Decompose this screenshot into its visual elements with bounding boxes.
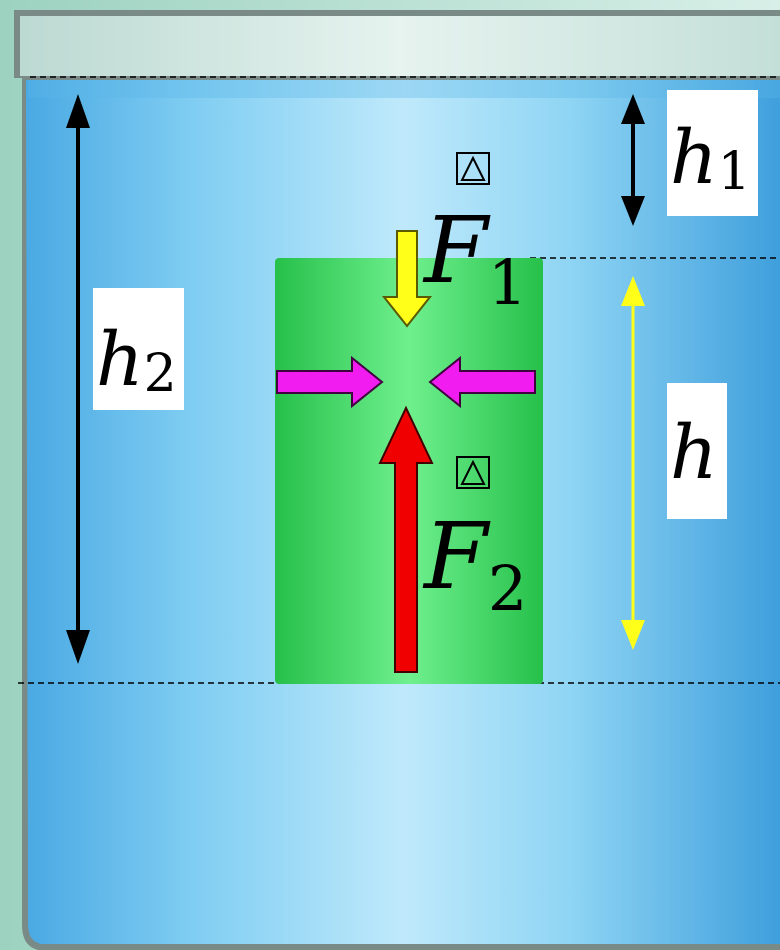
h1-dimension-arrow [621,94,645,226]
h-label: h [667,383,727,519]
water-surface-band [28,80,780,98]
h1-label: h1 [667,90,758,216]
left-side-force-arrow [276,355,384,409]
upward-force-arrow [378,405,434,673]
svg-text:F2: F2 [422,503,527,625]
h2-label: h2 [93,288,184,410]
downward-force-arrow [381,230,433,328]
svg-text:h2: h2 [96,317,177,404]
h2-dimension-arrow [66,94,90,664]
svg-text:h1: h1 [670,115,751,202]
beaker-rim [20,16,780,76]
f2-label: F2 [422,456,527,625]
vector-arrow-glyph [456,456,490,489]
vector-arrow-glyph [456,152,490,185]
right-side-force-arrow [428,355,536,409]
f1-label: F1 [422,152,527,319]
svg-text:h: h [670,410,718,496]
svg-text:F1: F1 [422,197,527,319]
h-dimension-arrow [621,276,645,650]
